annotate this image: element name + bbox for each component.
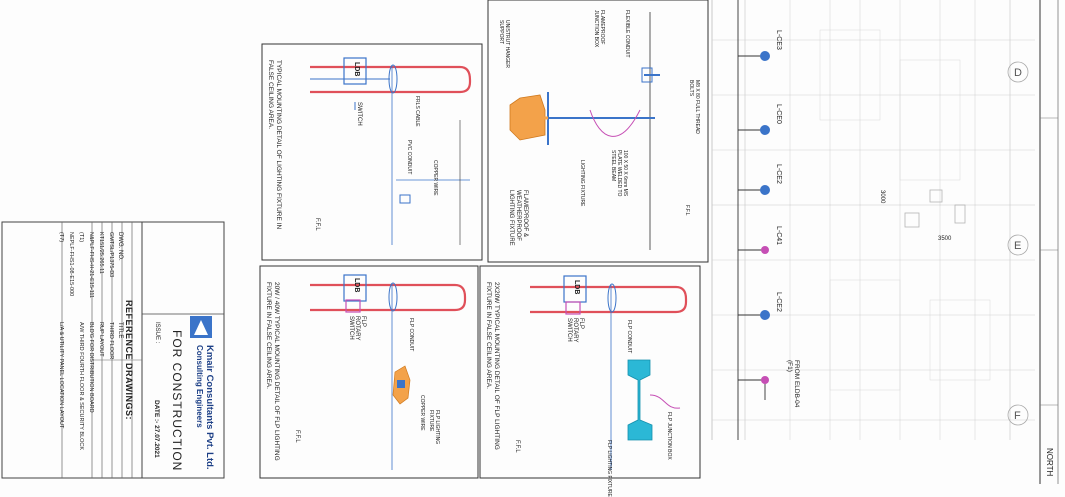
date-label: DATE :- 27.07.2021 [153, 400, 160, 458]
fixture-dot [761, 376, 769, 384]
detail-flp-left-ffl: F.F.L [294, 430, 300, 443]
detail-flp-left-ldb: LDB [353, 278, 360, 293]
title-block [1, 221, 225, 479]
company-subtitle: Consulting Engineers [195, 345, 204, 428]
detail-ldb-top-title: TYPICAL MOUNTING DETAIL OF LIGHTING FIXT… [267, 60, 282, 230]
detail-flp-left-note: FLP CONDUIT [408, 318, 414, 352]
detail-flp-right-ldb: LDB [573, 280, 580, 295]
ref-row-dwg: (T1) [78, 232, 84, 243]
detail-fixture-top [487, 0, 709, 263]
floor-plan [711, 0, 1035, 440]
ref-row-dwg: GMTSL/P1375-D3 [108, 232, 114, 278]
ref-row-dwg: (T7) [58, 232, 64, 243]
plan-fixture-label: L-CE2 [775, 164, 782, 184]
detail-ldb-top-note: PVC CONDUIT [406, 140, 412, 175]
detail-fixture-note: LIGHTING FIXTURE [579, 160, 585, 207]
detail-flp-right-title: 2X20W TYPICAL MOUNTING DETAIL OF FLP LIG… [485, 282, 500, 450]
detail-flp-left-note: COPPER WIRE [419, 395, 425, 431]
detail-flp-left-switch: FLP ROTARY SWITCH [348, 316, 366, 341]
detail-flp-right-note: FLP JUNCTION BOX [666, 412, 672, 460]
plan-from-note: FROM ELDB-04 (F1) [786, 360, 800, 408]
detail-fixture-note: UNISTRUT HANGER SUPPORT [498, 20, 510, 68]
ref-row-dwg: KT151/25.265.11 [98, 232, 104, 274]
detail-fixture-ffl: F.F.L [684, 205, 690, 216]
detail-flp-right [479, 265, 701, 479]
ref-row-title: A/W THIRD FOURTH FLOOR & SECURITY BLOCK [78, 322, 84, 451]
fixture-dot [760, 125, 770, 135]
detail-fixture-note: 100 X 50 X 6mm MS PLATE WELDED TO STEEL … [610, 150, 628, 197]
grid-labels: D E F [1014, 67, 1022, 422]
sheet-border [1039, 0, 1059, 484]
detail-flp-right-note: FLP CONDUIT [626, 320, 632, 354]
grid-label-f: F [1014, 410, 1021, 422]
detail-ldb-top [261, 43, 483, 261]
detail-fixture-note: FLEXIBLE CONDUIT [624, 10, 630, 58]
ref-row-title: RUP LAYOUT [98, 322, 104, 357]
plan-dim: 3000 [879, 190, 885, 204]
company-name: Kmair Consultants Pvt. Ltd. [204, 345, 215, 470]
fixture-dot [760, 310, 770, 320]
issue-label: ISSUE : [154, 322, 160, 344]
detail-ldb-top-note: COPPER WIRE [432, 160, 438, 196]
plan-fixture-label: L-CE3 [775, 30, 782, 50]
detail-flp-right-note: FLP LIGHTING FIXTURE [606, 440, 612, 497]
ref-heading: REFERENCE DRAWINGS: [124, 300, 134, 421]
detail-flp-left-note: FLP LIGHTING FIXTURE [428, 410, 440, 445]
detail-flp-right-ffl: F.F.L [514, 440, 520, 453]
plan-fixtures [760, 51, 770, 384]
ref-row-title: L/A & UTILITY PANEL LOCATION LAYOUT [58, 322, 64, 429]
ref-col-title: TITLE [117, 322, 123, 339]
detail-ldb-top-switch: SWITCH [356, 102, 362, 126]
grid-label-d: D [1014, 67, 1022, 79]
detail-flp-right-switch: FLP ROTARY SWITCH [566, 318, 584, 343]
detail-fixture-note: M8 X 80 FULL THREAD BOLTS [688, 80, 700, 134]
detail-fixture-top-title: FLAMEPROOF & WEATHERPROOF LIGHTING FIXTU… [508, 190, 528, 246]
plan-dim: 3500 [938, 236, 952, 242]
ref-col-dwg: DWG. NO. [117, 232, 123, 261]
ref-row-title: BLD'G FOR DISTRIBUTION BOARD [88, 322, 94, 413]
ref-row-dwg: NEPLF-FHS1-08-E15-000 [68, 232, 74, 297]
plan-fixture-label: L-C41 [775, 226, 782, 246]
plan-fixture-label: L-CE2 [775, 292, 782, 312]
detail-flp-left-title: 20W / 40W TYPICAL MOUNTING DETAIL OF FLP… [265, 282, 280, 461]
detail-ldb-top-note: FRLS CABLE [414, 96, 420, 127]
north-label: NORTH [1045, 448, 1054, 477]
ref-row-title: THIRD FLOOR [108, 322, 114, 360]
fixture-dot [760, 51, 770, 61]
ref-row-dwg: N&PLF-FHS-H-21-E15-111 [88, 232, 94, 299]
grid-label-e: E [1014, 240, 1021, 252]
detail-ldb-top-ldb: LDB [353, 62, 360, 77]
plan-fixture-label: L-CE0 [775, 104, 782, 124]
detail-fixture-note: FLAMEPROOF JUNCTION BOX [593, 10, 605, 48]
drawing-sheet: D E F [1, 0, 1059, 484]
fixture-dot [761, 246, 769, 254]
fixture-dot [760, 185, 770, 195]
status-stamp: FOR CONSTRUCTION [170, 330, 184, 472]
detail-ldb-top-ffl: F.F.L [314, 218, 320, 231]
detail-flp-left [259, 265, 479, 479]
